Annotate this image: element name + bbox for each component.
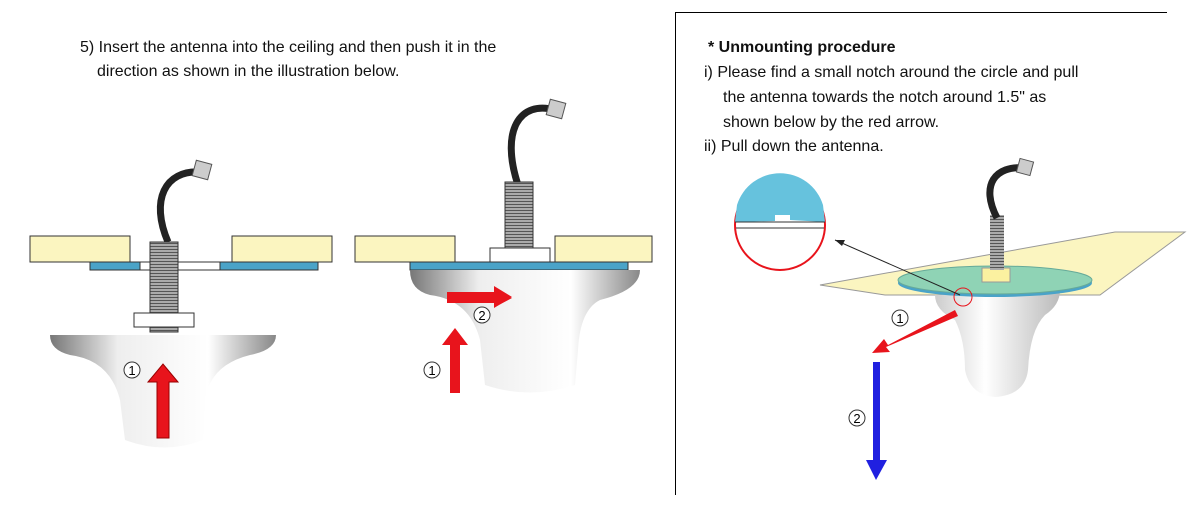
unmounting-heading: * Unmounting procedure [708, 39, 896, 56]
step-5-line-2: direction as shown in the illustration b… [97, 63, 400, 80]
step-i-line-1: i) Please find a small notch around the … [704, 64, 1079, 81]
step-5-line-1: 5) Insert the antenna into the ceiling a… [80, 39, 497, 56]
label-1: 1 [128, 363, 135, 378]
step-ii: ii) Pull down the antenna. [704, 138, 884, 155]
illustration-unmount: 1 2 [734, 157, 1187, 480]
step-i-line-3: shown below by the red arrow. [723, 114, 940, 131]
label-1: 1 [428, 363, 435, 378]
label-1: 1 [896, 311, 903, 326]
panel-border-left [675, 12, 676, 495]
label-2: 2 [853, 411, 860, 426]
illustration-push: 2 1 [354, 98, 653, 393]
label-2: 2 [478, 308, 485, 323]
step-i-line-2: the antenna towards the notch around 1.5… [723, 89, 1047, 106]
illustration-insert: 1 [29, 159, 333, 448]
panel-border-top [675, 12, 1167, 13]
